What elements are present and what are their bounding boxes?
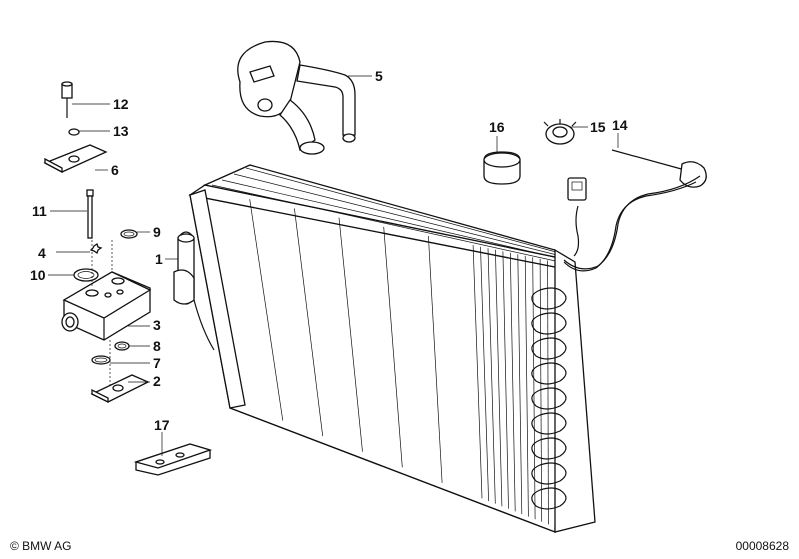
bolt-11 bbox=[86, 189, 94, 239]
fin-line bbox=[472, 245, 483, 499]
callout-1: 1 bbox=[155, 251, 163, 267]
pipe-fitting-5 bbox=[237, 40, 356, 155]
evaporator-core bbox=[188, 164, 596, 533]
fin-line bbox=[249, 199, 284, 421]
callout-8: 8 bbox=[153, 338, 161, 354]
o-ring-10 bbox=[73, 268, 99, 282]
fin-line bbox=[509, 252, 516, 512]
fin-line bbox=[547, 260, 549, 525]
fin-line bbox=[539, 258, 543, 522]
washer-13 bbox=[68, 128, 80, 136]
callout-2: 2 bbox=[153, 373, 161, 389]
fin-line bbox=[480, 246, 489, 502]
callout-17: 17 bbox=[154, 417, 170, 433]
copyright-label: © BMW AG bbox=[10, 539, 72, 553]
cap-16 bbox=[483, 151, 521, 185]
coil-loop bbox=[531, 287, 567, 310]
bracket-2 bbox=[90, 374, 150, 404]
callout-12: 12 bbox=[113, 96, 129, 112]
callout-13: 13 bbox=[113, 123, 129, 139]
leader-lines bbox=[48, 75, 619, 456]
core-inlet-pipe bbox=[173, 231, 215, 351]
coil-loop bbox=[531, 437, 567, 460]
star-washer-4 bbox=[89, 242, 103, 255]
callout-14: 14 bbox=[612, 117, 628, 133]
callout-15: 15 bbox=[590, 119, 606, 135]
fin-line bbox=[487, 248, 496, 504]
coil-loop bbox=[531, 362, 567, 385]
fin-line bbox=[294, 208, 324, 437]
document-number: 00008628 bbox=[735, 539, 789, 553]
o-ring-8 bbox=[114, 341, 130, 351]
callout-4: 4 bbox=[38, 245, 46, 261]
o-ring-9 bbox=[120, 229, 138, 239]
coil-loop bbox=[531, 337, 567, 360]
callout-3: 3 bbox=[153, 317, 161, 333]
fin-line bbox=[383, 226, 403, 468]
callout-11: 11 bbox=[32, 203, 47, 219]
fin-line bbox=[428, 235, 443, 483]
grommet-15 bbox=[543, 119, 577, 145]
coil-loop bbox=[531, 312, 567, 335]
coil-loop bbox=[531, 387, 567, 410]
bolt-12 bbox=[61, 81, 73, 118]
callout-5: 5 bbox=[375, 68, 383, 84]
callout-7: 7 bbox=[153, 355, 161, 371]
fin-line bbox=[517, 254, 523, 515]
fin-line bbox=[502, 251, 509, 509]
callout-10: 10 bbox=[30, 267, 46, 283]
coil-loop bbox=[531, 412, 567, 435]
coil-loop bbox=[531, 487, 567, 510]
callout-9: 9 bbox=[153, 224, 161, 240]
expansion-valve bbox=[61, 271, 152, 341]
fin-line bbox=[495, 249, 503, 507]
bracket-6 bbox=[43, 144, 108, 174]
fin-line bbox=[532, 257, 536, 520]
callout-16: 16 bbox=[489, 119, 505, 135]
bracket-17 bbox=[133, 443, 213, 476]
fin-line bbox=[338, 217, 363, 452]
sensor-wire-14 bbox=[563, 149, 707, 272]
callouts: 1 2 3 4 5 6 7 8 9 10 11 12 13 14 15 16 1… bbox=[30, 68, 628, 433]
callout-6: 6 bbox=[111, 162, 119, 178]
coil-loop bbox=[531, 462, 567, 485]
fin-line bbox=[524, 255, 529, 517]
